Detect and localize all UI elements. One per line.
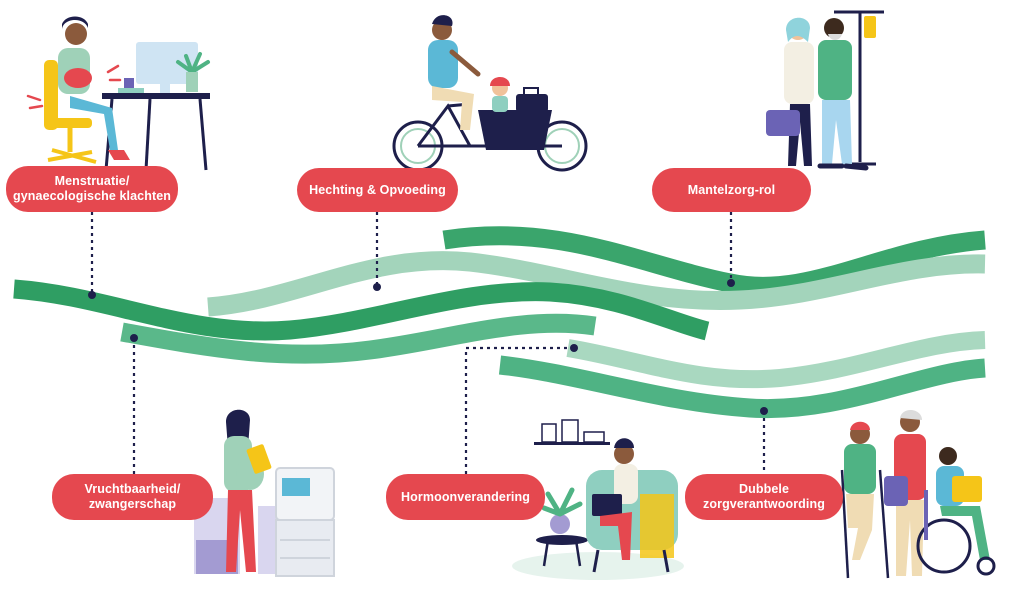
label-vruchtbaarheid: Vruchtbaarheid/ zwangerschap bbox=[52, 474, 213, 520]
connector-dot-hechting bbox=[373, 283, 381, 291]
illustration-woman-laptop bbox=[512, 419, 684, 580]
wave-band-light-long bbox=[207, 251, 986, 317]
wave-band-right-light bbox=[566, 331, 986, 389]
wave-band-main-dark bbox=[13, 279, 710, 341]
label-vruchtbaarheid-line2: zwangerschap bbox=[88, 497, 177, 511]
label-hechting: Hechting & Opvoeding bbox=[297, 168, 458, 212]
label-hormoon: Hormoonverandering bbox=[386, 474, 545, 520]
label-hechting-line1: Hechting & Opvoeding bbox=[309, 182, 446, 197]
illustration-family-wheelchair bbox=[840, 409, 996, 579]
label-hormoon-line1: Hormoonverandering bbox=[401, 489, 530, 504]
label-mantelzorg: Mantelzorg-rol bbox=[652, 168, 811, 212]
label-menstruatie-line2: gynaecologische klachten bbox=[13, 189, 172, 203]
connector-hormoon bbox=[464, 346, 574, 474]
label-dubbele-line1: Dubbele bbox=[738, 482, 789, 496]
connectors bbox=[90, 212, 766, 474]
label-dubbele-line2: zorgverantwoording bbox=[703, 497, 825, 511]
connector-dot-mantelzorg bbox=[727, 279, 735, 287]
illustration-pregnant-woman bbox=[194, 409, 335, 577]
connector-dot-menstruatie bbox=[88, 291, 96, 299]
connector-dot-vruchtbaarheid bbox=[130, 334, 138, 342]
label-vruchtbaarheid-line1: Vruchtbaarheid/ bbox=[84, 482, 181, 496]
illustration-caregiver-iv bbox=[766, 10, 884, 171]
illustration-woman-at-desk bbox=[26, 16, 210, 171]
connector-dot-dubbele bbox=[760, 407, 768, 415]
wave-band-right-mid bbox=[498, 355, 986, 419]
illustration-cargo-bike bbox=[392, 15, 588, 172]
label-dubbele: Dubbele zorgverantwoording bbox=[685, 474, 843, 520]
wave-band-lower-mid bbox=[120, 313, 597, 364]
connector-dots bbox=[88, 279, 768, 415]
connector-dot-hormoon bbox=[570, 344, 578, 352]
wave-bands bbox=[13, 226, 986, 419]
label-menstruatie-line1: Menstruatie/ bbox=[54, 174, 130, 188]
label-menstruatie: Menstruatie/ gynaecologische klachten bbox=[6, 166, 178, 212]
label-mantelzorg-line1: Mantelzorg-rol bbox=[687, 182, 776, 197]
